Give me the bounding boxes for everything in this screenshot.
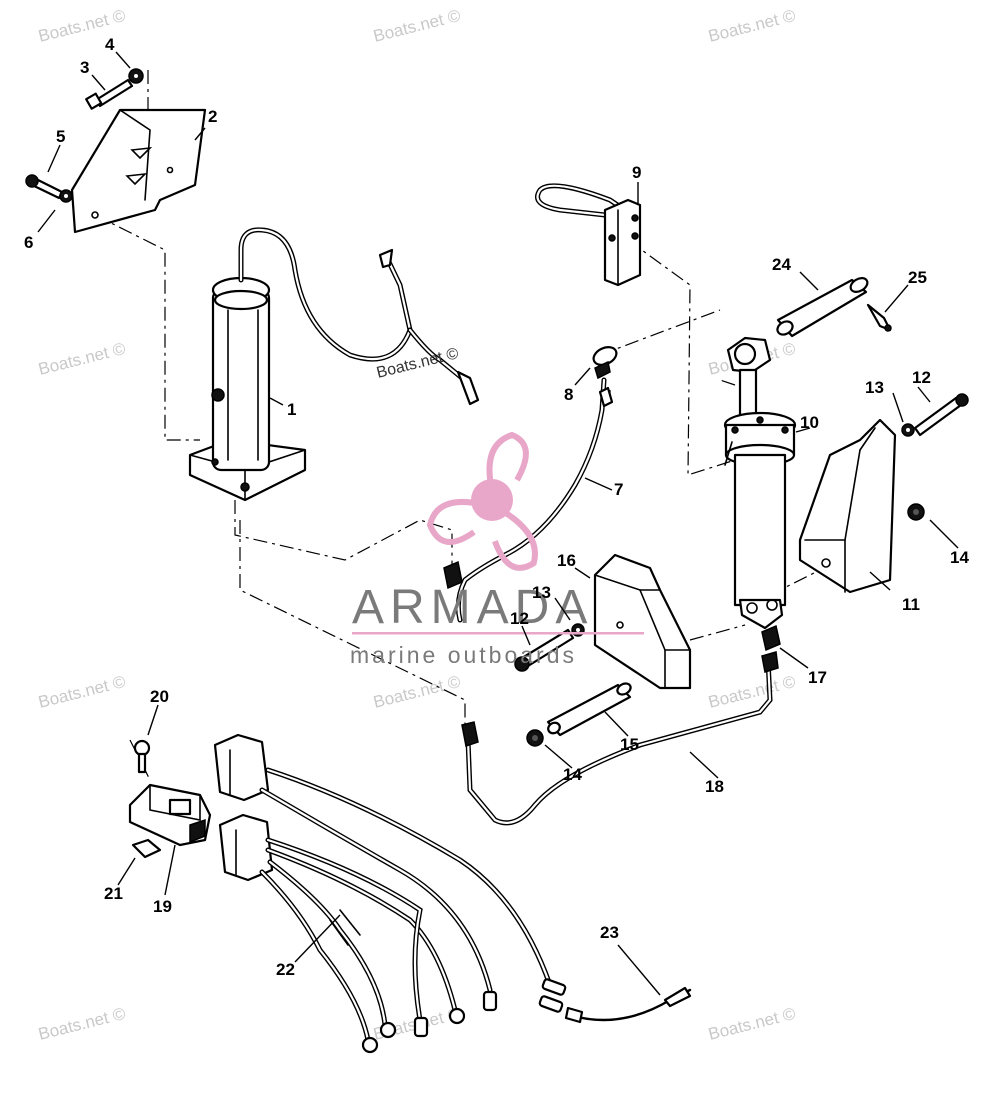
callout-6: 6 bbox=[24, 233, 33, 252]
part-sender-lead-23 bbox=[564, 986, 692, 1024]
callout-labels: 1 2 3 4 5 6 7 8 9 10 11 12 12 13 13 14 1… bbox=[24, 35, 969, 979]
callout-12: 12 bbox=[510, 609, 529, 628]
propeller-logo-icon bbox=[426, 431, 538, 571]
part-trim-cylinder bbox=[723, 336, 797, 630]
callout-23: 23 bbox=[600, 923, 619, 942]
callout-7: 7 bbox=[614, 480, 623, 499]
part-washer-6 bbox=[59, 189, 73, 203]
callout-20: 20 bbox=[150, 687, 169, 706]
watermark: Boats.net © bbox=[36, 1004, 127, 1044]
part-screw-5 bbox=[25, 174, 64, 200]
watermark: Boats.net © bbox=[706, 6, 797, 46]
part-relay-19 bbox=[128, 783, 212, 847]
inline-watermark: Boats.net © bbox=[375, 345, 461, 382]
callout-25: 25 bbox=[908, 268, 927, 287]
part-hydraulic-line-7 bbox=[443, 377, 614, 623]
part-nut-14-left bbox=[526, 729, 544, 747]
callout-21: 21 bbox=[104, 884, 123, 903]
part-cotter-pin-25 bbox=[866, 303, 892, 332]
part-fitting-8 bbox=[592, 346, 618, 380]
watermark: Boats.net © bbox=[36, 672, 127, 712]
callout-2: 2 bbox=[208, 107, 217, 126]
part-bolt-3 bbox=[85, 78, 134, 110]
assembly-lines bbox=[94, 70, 821, 781]
part-pin-24 bbox=[776, 277, 869, 338]
part-wire-harness-22 bbox=[213, 733, 567, 1054]
callout-14: 14 bbox=[563, 765, 582, 784]
part-bolt-12-left bbox=[514, 628, 575, 672]
part-fitting-17 bbox=[761, 624, 781, 652]
callout-18: 18 bbox=[705, 777, 724, 796]
part-washer-4 bbox=[128, 68, 144, 84]
part-pump-motor bbox=[188, 227, 480, 502]
callout-12: 12 bbox=[912, 368, 931, 387]
watermark: Boats.net © bbox=[706, 1004, 797, 1044]
watermark: Boats.net © bbox=[371, 6, 462, 46]
watermark: Boats.net © bbox=[706, 672, 797, 712]
part-pivot-pin-15 bbox=[546, 682, 632, 737]
part-hose-clamp bbox=[535, 183, 642, 287]
part-washer-13-right bbox=[901, 423, 915, 437]
callout-1: 1 bbox=[287, 400, 296, 419]
part-screw-20 bbox=[133, 739, 151, 774]
brand-name: ARMADA bbox=[352, 581, 593, 634]
leader-lines bbox=[37, 51, 959, 996]
callout-24: 24 bbox=[772, 255, 791, 274]
callout-13: 13 bbox=[532, 583, 551, 602]
part-support-bracket-16 bbox=[593, 553, 692, 690]
callout-17: 17 bbox=[808, 668, 827, 687]
part-hydraulic-line-18 bbox=[461, 651, 779, 826]
callout-16: 16 bbox=[557, 551, 576, 570]
part-support-bracket-11 bbox=[798, 418, 897, 594]
brand-logo: ARMADA marine outboards bbox=[350, 431, 644, 668]
callout-13: 13 bbox=[865, 378, 884, 397]
part-clip-21 bbox=[131, 838, 162, 859]
callout-19: 19 bbox=[153, 897, 172, 916]
watermark: Boats.net © bbox=[36, 339, 127, 379]
callout-9: 9 bbox=[632, 163, 641, 182]
callout-14: 14 bbox=[950, 548, 969, 567]
brand-underline bbox=[352, 632, 644, 635]
callout-3: 3 bbox=[80, 58, 89, 77]
callout-5: 5 bbox=[56, 127, 65, 146]
part-nut-14-right bbox=[907, 503, 925, 521]
brand-tagline: marine outboards bbox=[350, 642, 577, 668]
part-bracket-plate bbox=[70, 108, 207, 234]
callout-4: 4 bbox=[105, 35, 115, 54]
part-bolt-12-right bbox=[913, 393, 969, 437]
callout-10: 10 bbox=[800, 413, 819, 432]
callout-8: 8 bbox=[564, 385, 573, 404]
callout-15: 15 bbox=[620, 735, 639, 754]
callout-22: 22 bbox=[276, 960, 295, 979]
callout-11: 11 bbox=[902, 595, 920, 614]
